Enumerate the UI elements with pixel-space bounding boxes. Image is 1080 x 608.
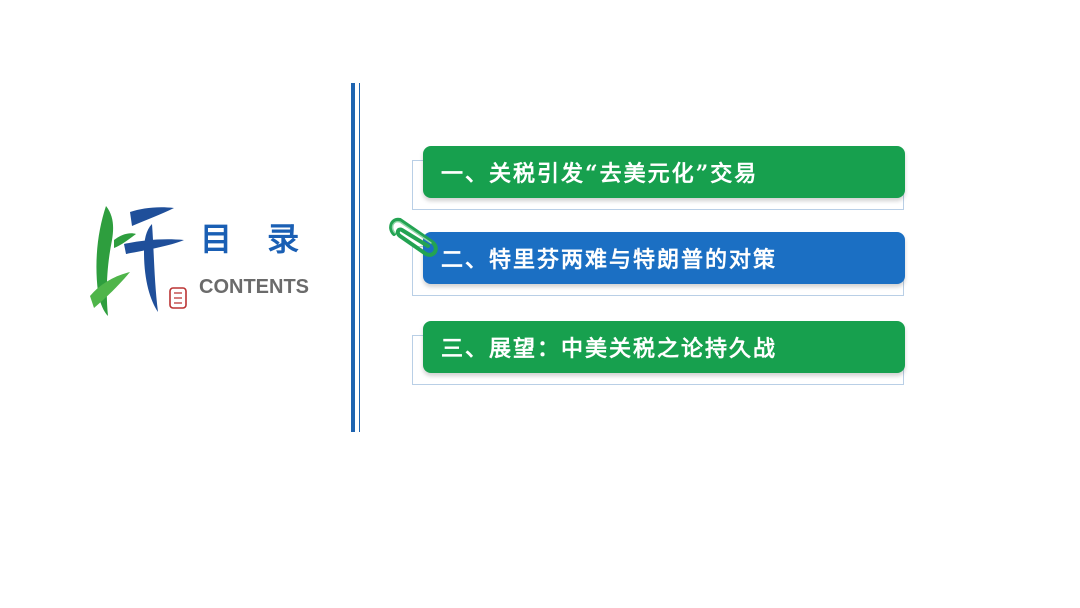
toc-item-label[interactable]: 三、展望：中美关税之论持久战	[423, 321, 905, 373]
toc-item-label[interactable]: 二、特里芬两难与特朗普的对策	[423, 232, 905, 284]
paperclip-icon	[389, 217, 438, 257]
toc-item-3[interactable]: 三、展望：中美关税之论持久战	[412, 321, 908, 385]
page-title: 目 录	[200, 220, 312, 258]
toc-item-label[interactable]: 一、关税引发“去美元化”交易	[423, 146, 905, 198]
toc-item-2[interactable]: 二、特里芬两难与特朗普的对策	[412, 232, 908, 296]
divider-line-thin	[359, 83, 360, 432]
page-subtitle: CONTENTS	[199, 276, 309, 298]
toc-item-1[interactable]: 一、关税引发“去美元化”交易	[412, 146, 908, 210]
brand-logo-icon	[90, 206, 187, 316]
divider-line	[351, 83, 355, 432]
